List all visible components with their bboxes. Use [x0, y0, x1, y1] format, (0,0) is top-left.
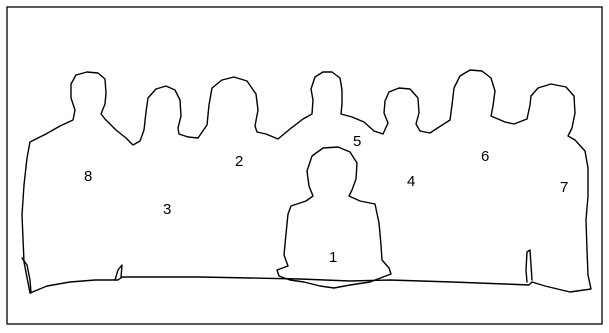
person-number-8: 8 — [84, 168, 92, 185]
person-number-7: 7 — [560, 179, 568, 196]
diagram-frame — [7, 7, 602, 324]
person-number-5: 5 — [353, 133, 361, 150]
person-number-3: 3 — [163, 201, 171, 218]
person-number-6: 6 — [481, 148, 489, 165]
person-number-4: 4 — [407, 173, 415, 190]
person-number-2: 2 — [235, 153, 243, 170]
person-number-1: 1 — [329, 249, 337, 266]
